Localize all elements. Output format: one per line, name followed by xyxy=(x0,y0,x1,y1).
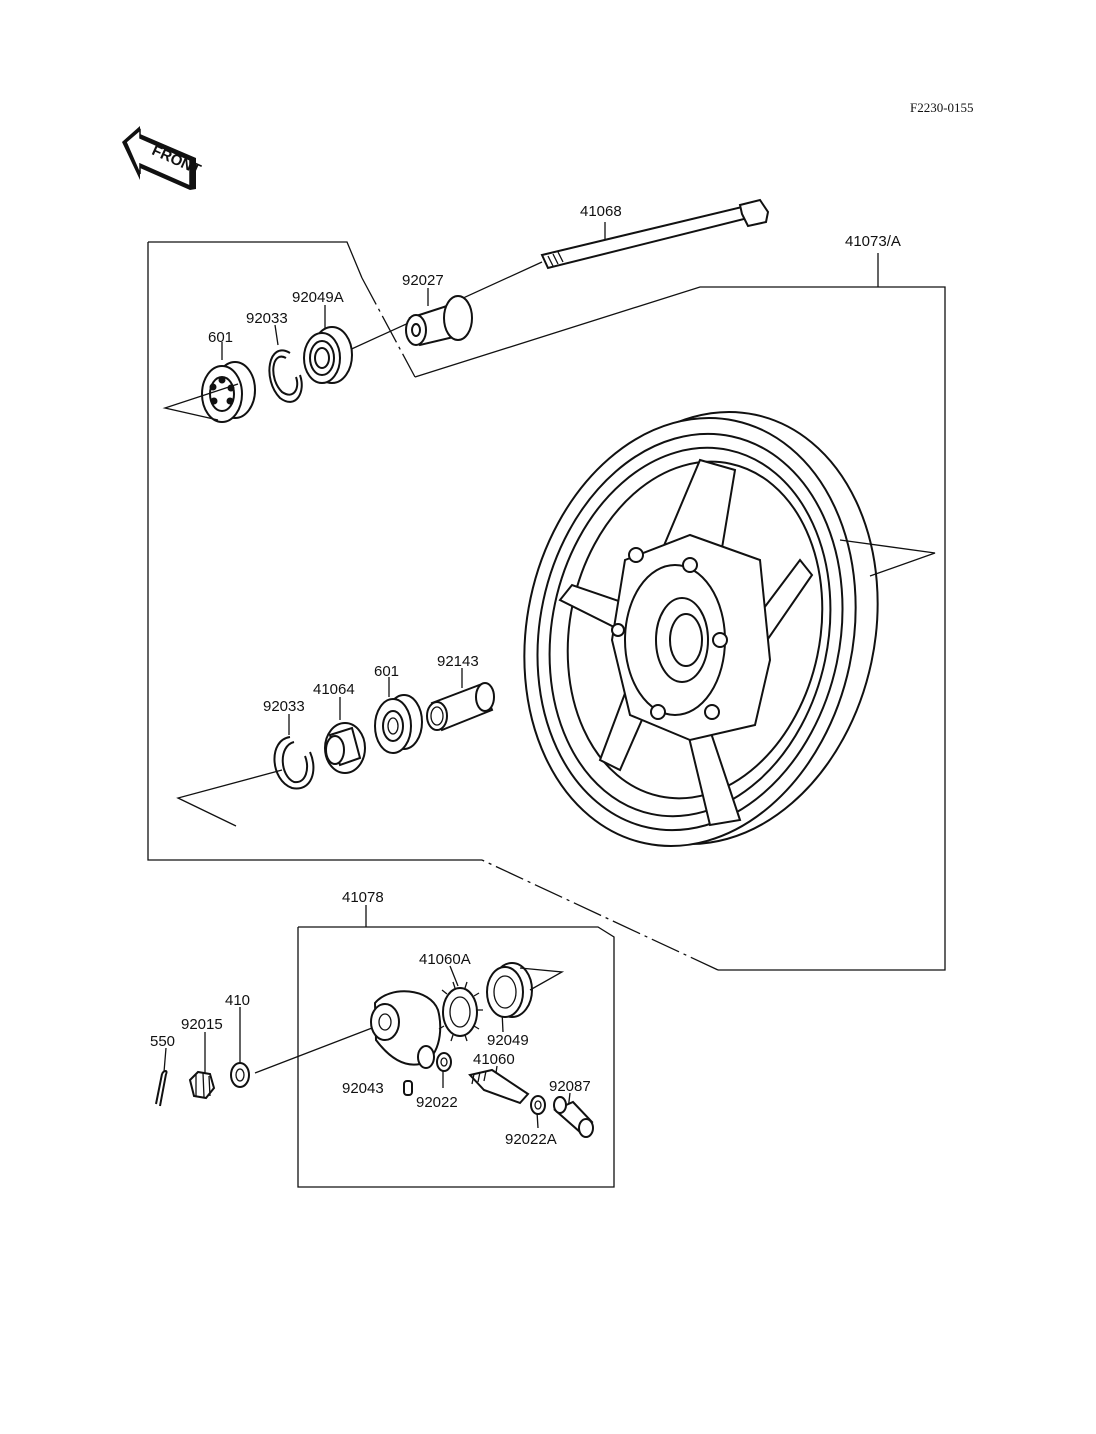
collar-92027 xyxy=(405,288,473,347)
label-41073a: 41073/A xyxy=(845,233,901,250)
seal-92049a xyxy=(303,305,353,384)
part-labels: 41068 41073/A 92027 92049A 92033 601 921… xyxy=(150,203,901,1148)
label-601-mid: 601 xyxy=(374,663,399,680)
label-92027: 92027 xyxy=(402,272,444,289)
speedometer-gear-housing-box-41078 xyxy=(297,905,615,1188)
washer-92022a xyxy=(530,1095,546,1129)
label-601-top: 601 xyxy=(208,329,233,346)
label-41078: 41078 xyxy=(342,889,384,906)
bushing-92087 xyxy=(553,1092,594,1138)
label-92049a: 92049A xyxy=(292,289,344,306)
collar-92143 xyxy=(426,668,495,732)
pinion-41060 xyxy=(468,1065,530,1105)
wheel-41073 xyxy=(523,411,936,847)
pin-92043 xyxy=(403,1080,413,1096)
front-arrow-icon: FRONT xyxy=(122,126,203,190)
label-41060a: 41060A xyxy=(419,951,471,968)
nut-92015 xyxy=(188,1032,216,1100)
bearing-601-top xyxy=(162,342,256,423)
label-92022: 92022 xyxy=(416,1094,458,1111)
label-92043: 92043 xyxy=(342,1080,384,1097)
diagram-code: F2230-0155 xyxy=(910,100,974,115)
label-92049: 92049 xyxy=(487,1032,529,1049)
washer-92022 xyxy=(436,1052,452,1088)
washer-410 xyxy=(230,1007,250,1088)
assembly-outline-41073 xyxy=(147,241,946,971)
label-41060: 41060 xyxy=(473,1051,515,1068)
label-92033-top: 92033 xyxy=(246,310,288,327)
label-92015: 92015 xyxy=(181,1016,223,1033)
label-41064: 41064 xyxy=(313,681,355,698)
label-92087: 92087 xyxy=(549,1078,591,1095)
circlip-92033-mid xyxy=(176,714,315,827)
label-550: 550 xyxy=(150,1033,175,1050)
cotter-pin-550 xyxy=(155,1047,168,1107)
speedo-drive-41064 xyxy=(324,697,366,774)
label-41068: 41068 xyxy=(580,203,622,220)
bearing-601-mid xyxy=(374,677,423,754)
label-410: 410 xyxy=(225,992,250,1009)
label-92022a: 92022A xyxy=(505,1131,557,1148)
seal-92049 xyxy=(486,962,565,1033)
gear-41060a xyxy=(438,965,483,1042)
gear-housing xyxy=(254,990,442,1074)
label-92033-mid: 92033 xyxy=(263,698,305,715)
axle-41068 xyxy=(344,198,770,353)
circlip-92033-top xyxy=(268,324,303,403)
label-92143: 92143 xyxy=(437,653,479,670)
